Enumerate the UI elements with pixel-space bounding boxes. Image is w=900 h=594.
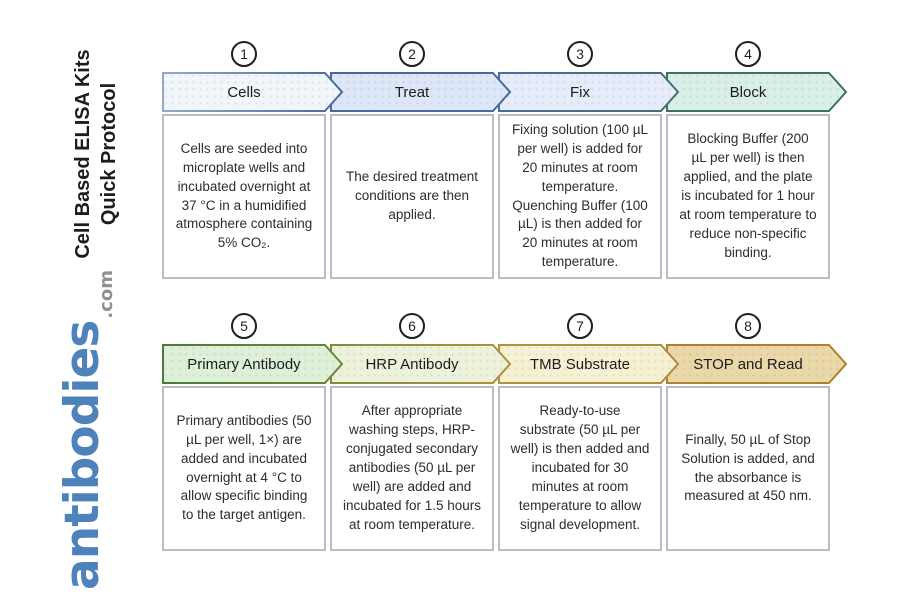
- step-number-badge: 4: [735, 41, 761, 67]
- step-label: Block: [729, 83, 767, 101]
- step-primary-antibody: 5 Primary Antibody Primary antibodies (5…: [162, 313, 344, 551]
- step-arrow: Block: [666, 72, 848, 112]
- step-label: Treat: [394, 83, 430, 101]
- step-number-badge: 7: [567, 313, 593, 339]
- step-block: 4 Block Blocking Buffer (200 µL per well…: [666, 41, 848, 279]
- step-arrow: STOP and Read: [666, 344, 848, 384]
- step-label: STOP and Read: [693, 355, 803, 373]
- step-stop-and-read: 8 STOP and Read Finally, 50 µL of Stop S…: [666, 313, 848, 551]
- step-number-badge: 5: [231, 313, 257, 339]
- protocol-row-1: 1 Cells Cells are seeded into microplate…: [162, 41, 848, 279]
- step-description: Cells are seeded into microplate wells a…: [162, 114, 326, 279]
- step-label: Cells: [227, 83, 261, 101]
- arrow-shape-icon: [162, 72, 344, 112]
- step-number-badge: 6: [399, 313, 425, 339]
- step-number-badge: 2: [399, 41, 425, 67]
- step-treat: 2 Treat The desired treatment conditions…: [330, 41, 512, 279]
- step-description-text: Finally, 50 µL of Stop Solution is added…: [681, 431, 815, 504]
- step-arrow: Fix: [498, 72, 680, 112]
- step-description-text: Cells are seeded into microplate wells a…: [175, 140, 313, 251]
- step-arrow: Primary Antibody: [162, 344, 344, 384]
- step-arrow: TMB Substrate: [498, 344, 680, 384]
- step-description-text: After appropriate washing steps, HRP-con…: [342, 403, 482, 532]
- step-label: HRP Antibody: [365, 355, 459, 373]
- step-label: TMB Substrate: [529, 355, 631, 373]
- step-number-badge: 1: [231, 41, 257, 67]
- page-title-line2: Quick Protocol: [98, 82, 121, 226]
- step-arrow: HRP Antibody: [330, 344, 512, 384]
- step-description-text: Fixing solution (100 µL per well) is add…: [511, 121, 649, 270]
- brand-logo: antibodies .com: [55, 270, 135, 590]
- step-label: Primary Antibody: [187, 355, 301, 373]
- step-hrp-antibody: 6 HRP Antibody After appropriate washing…: [330, 313, 512, 551]
- brand-logo-suffix: .com: [96, 270, 117, 319]
- brand-logo-text: antibodies: [55, 320, 110, 590]
- protocol-row-2: 5 Primary Antibody Primary antibodies (5…: [162, 313, 848, 551]
- step-description-text: Primary antibodies (50 µL per well, 1×) …: [176, 412, 312, 523]
- arrow-shape-icon: [162, 344, 344, 384]
- step-description: Blocking Buffer (200 µL per well) is the…: [666, 114, 830, 279]
- page-title: Cell Based ELISA Kits Quick Protocol: [70, 34, 126, 274]
- step-description-text: The desired treatment conditions are the…: [345, 169, 479, 222]
- step-description: After appropriate washing steps, HRP-con…: [330, 386, 494, 551]
- arrow-polygon: [162, 344, 344, 384]
- step-label: Fix: [570, 83, 590, 101]
- step-arrow: Treat: [330, 72, 512, 112]
- step-arrow: Cells: [162, 72, 344, 112]
- step-description: Fixing solution (100 µL per well) is add…: [498, 114, 662, 279]
- step-number-badge: 3: [567, 41, 593, 67]
- step-description: Primary antibodies (50 µL per well, 1×) …: [162, 386, 326, 551]
- step-description: Ready-to-use substrate (50 µL per well) …: [498, 386, 662, 551]
- step-description-text: Blocking Buffer (200 µL per well) is the…: [679, 131, 817, 260]
- step-number-badge: 8: [735, 313, 761, 339]
- page-title-line1: Cell Based ELISA Kits: [72, 49, 94, 259]
- step-fix: 3 Fix Fixing solution (100 µL per well) …: [498, 41, 680, 279]
- step-description-text: Ready-to-use substrate (50 µL per well) …: [510, 403, 650, 532]
- step-description: Finally, 50 µL of Stop Solution is added…: [666, 386, 830, 551]
- arrow-polygon: [162, 72, 344, 112]
- step-description: The desired treatment conditions are the…: [330, 114, 494, 279]
- step-tmb-substrate: 7 TMB Substrate Ready-to-use substrate (…: [498, 313, 680, 551]
- step-cells: 1 Cells Cells are seeded into microplate…: [162, 41, 344, 279]
